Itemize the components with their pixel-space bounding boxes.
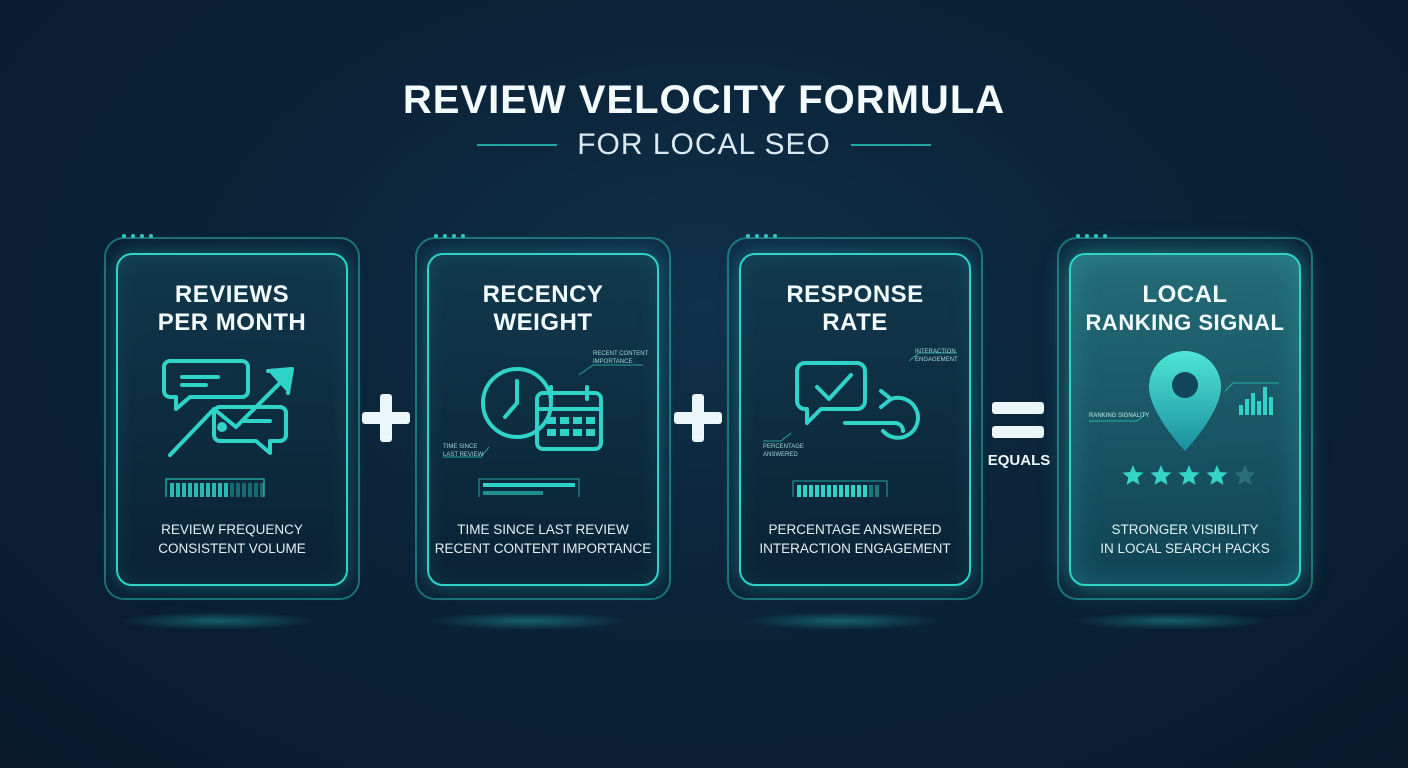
card-description: STRONGER VISIBILITY IN LOCAL SEARCH PACK… bbox=[1100, 522, 1270, 556]
card-recency-weight: RECENCY WEIGHT RECENT CONTENT IMPORTANCE bbox=[427, 253, 659, 586]
glow-floor-1 bbox=[118, 612, 318, 630]
card-title: LOCAL RANKING SIGNAL bbox=[1085, 281, 1285, 335]
subtitle-row: FOR LOCAL SEO bbox=[0, 128, 1408, 162]
card-title: RESPONSE RATE bbox=[786, 281, 924, 336]
map-pin-icon bbox=[1089, 351, 1279, 451]
page-title: REVIEW VELOCITY FORMULA bbox=[402, 78, 1006, 122]
annotation-bottom: PERCENTAGE ANSWERED bbox=[763, 444, 804, 458]
subtitle-line-left bbox=[477, 144, 558, 146]
deco-dots-2 bbox=[434, 234, 465, 238]
glow-floor-3 bbox=[741, 612, 941, 630]
star-filled-icon bbox=[1206, 465, 1228, 485]
card-reviews-per-month: REVIEWS PER MONTH REVIEW FREQUENC bbox=[116, 253, 348, 586]
deco-dots-4 bbox=[1076, 234, 1107, 238]
chat-bubbles-trend-arrow-icon bbox=[162, 359, 294, 497]
equals-icon bbox=[992, 400, 1044, 452]
star-filled-icon bbox=[1122, 465, 1144, 485]
glow-floor-4 bbox=[1071, 612, 1271, 630]
card-description: REVIEW FREQUENCY CONSISTENT VOLUME bbox=[158, 522, 306, 556]
annotation-left: RANKING SIGNALITY bbox=[1089, 413, 1150, 419]
plus-icon bbox=[360, 392, 412, 444]
deco-dots-3 bbox=[746, 234, 777, 238]
star-filled-icon bbox=[1150, 465, 1172, 485]
annotation-top: RECENT CONTENT IMPORTANCE bbox=[593, 351, 649, 365]
annotation-top: INTERACTION ENGAGEMENT bbox=[915, 349, 958, 363]
card-title: REVIEWS PER MONTH bbox=[157, 281, 307, 336]
subtitle-line-right bbox=[850, 144, 931, 146]
chat-check-reply-icon bbox=[763, 352, 957, 497]
plus-icon bbox=[672, 392, 724, 444]
glow-floor-2 bbox=[429, 612, 629, 630]
page-subtitle: FOR LOCAL SEO bbox=[577, 128, 831, 161]
clock-calendar-icon bbox=[443, 364, 643, 497]
annotation-bottom: TIME SINCE LAST REVIEW bbox=[443, 444, 484, 458]
card-description: PERCENTAGE ANSWERED INTERACTION ENGAGEME… bbox=[759, 522, 951, 556]
card-title: RECENCY WEIGHT bbox=[482, 281, 604, 336]
deco-dots-1 bbox=[122, 234, 153, 238]
card-local-ranking-signal: LOCAL RANKING SIGNAL RANKING SIGNALITY S… bbox=[1069, 253, 1301, 586]
equals-label: EQUALS bbox=[987, 452, 1051, 469]
star-empty-icon bbox=[1234, 465, 1256, 485]
card-response-rate: RESPONSE RATE INTERACTION ENGAGEMENT bbox=[739, 253, 971, 586]
card-description: TIME SINCE LAST REVIEW RECENT CONTENT IM… bbox=[434, 522, 652, 556]
star-filled-icon bbox=[1178, 465, 1200, 485]
star-rating bbox=[1122, 465, 1256, 485]
